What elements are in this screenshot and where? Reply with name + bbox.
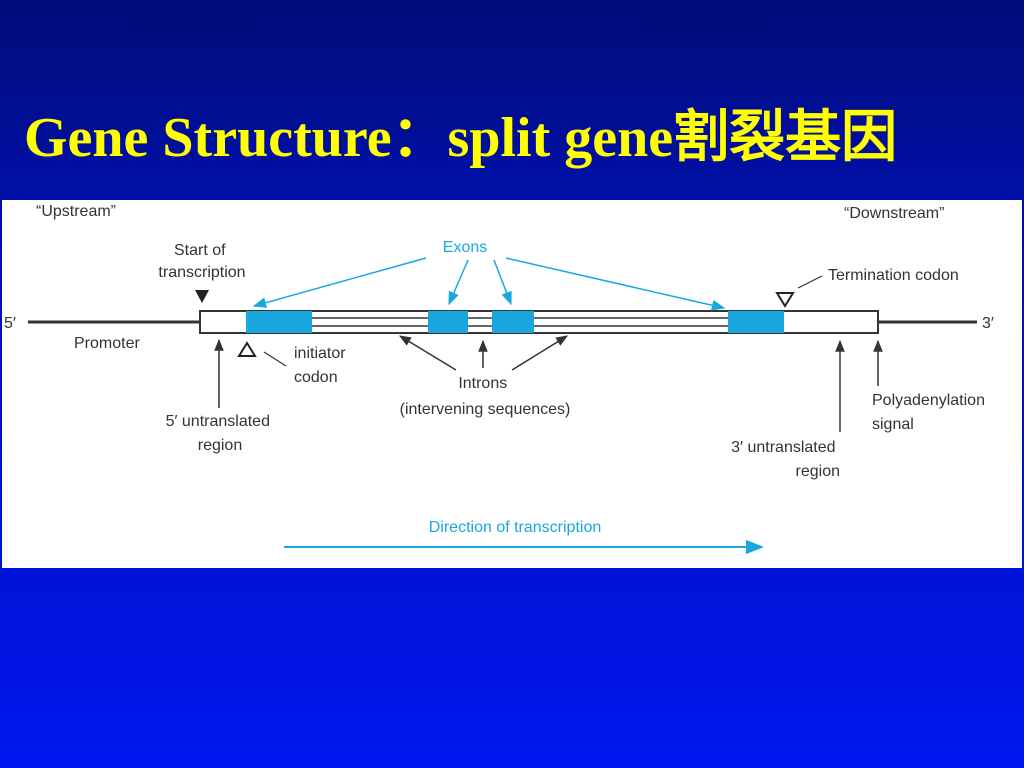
downstream-label: “Downstream” <box>844 205 944 222</box>
exon-1-pointer <box>252 257 427 308</box>
five-utr-label: 5′ untranslated region <box>166 413 275 454</box>
intron-3-pointer <box>511 335 569 371</box>
promoter-label: Promoter <box>74 335 140 352</box>
direction-label: Direction of transcription <box>429 519 602 536</box>
initiator-codon-marker-icon <box>237 341 257 357</box>
intron-1-pointer <box>398 335 457 371</box>
start-transcription-label: Start of transcription <box>158 242 245 281</box>
transcribed-region-box <box>199 310 879 334</box>
termination-codon-label: Termination codon <box>828 267 959 284</box>
exon-3 <box>492 311 534 333</box>
exon-3-pointer <box>493 259 512 306</box>
termination-codon-marker-icon <box>775 292 795 308</box>
polyadenylation-label: Polyadenylation signal <box>872 392 989 433</box>
initiator-codon-leader <box>263 351 287 367</box>
termination-codon-leader <box>797 275 823 289</box>
three-prime-label: 3′ <box>982 315 994 332</box>
introns-label: Introns (intervening sequences) <box>400 375 571 418</box>
exons-label: Exons <box>443 239 487 256</box>
slide-title: Gene Structure：split gene割裂基因 <box>24 107 898 169</box>
exon-4-pointer <box>505 257 726 311</box>
initiator-codon-label: initiator codon <box>294 345 350 386</box>
upstream-label: “Upstream” <box>36 203 116 220</box>
exon-2 <box>428 311 468 333</box>
start-transcription-marker-icon <box>195 290 209 303</box>
three-utr-label: 3′ untranslated region <box>731 439 840 480</box>
gene-structure-diagram: “Upstream” “Downstream” 5′ 3′ Promoter S… <box>2 200 1022 568</box>
five-prime-label: 5′ <box>4 315 16 332</box>
gene-diagram-svg: “Upstream” “Downstream” 5′ 3′ Promoter S… <box>4 203 994 555</box>
exon-2-pointer <box>448 259 469 306</box>
exon-4 <box>728 311 784 333</box>
exon-1 <box>246 311 312 333</box>
